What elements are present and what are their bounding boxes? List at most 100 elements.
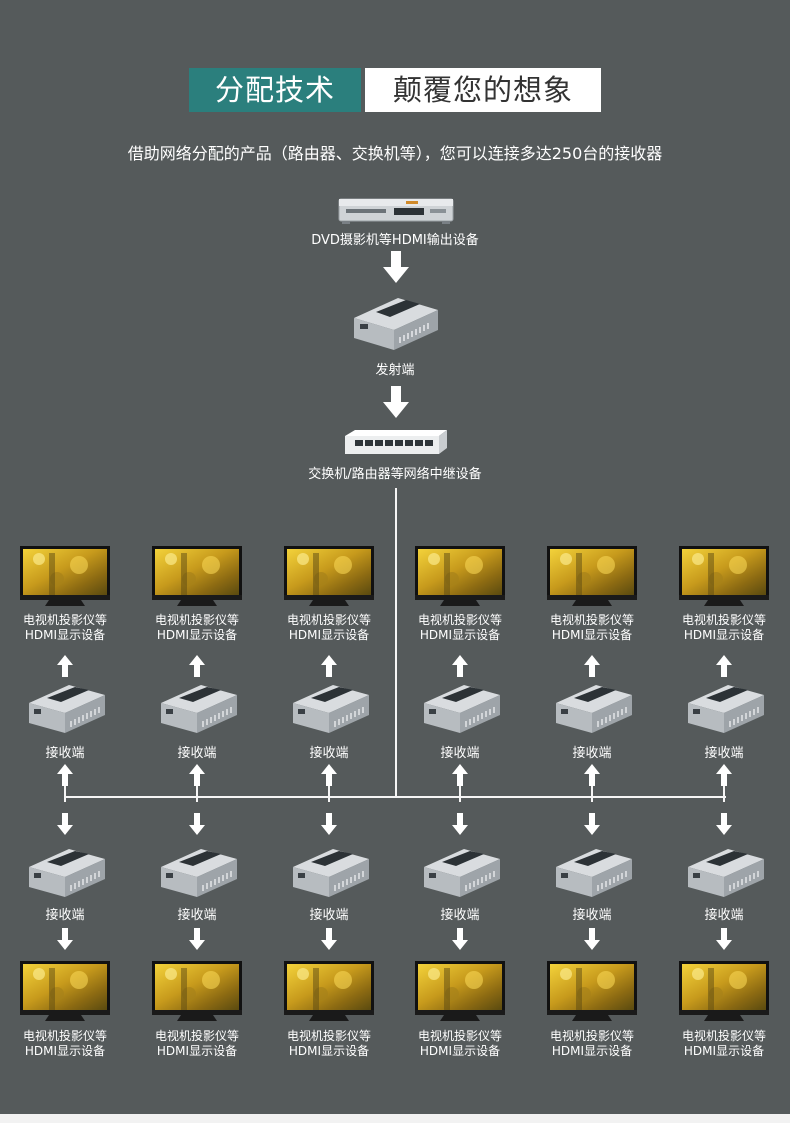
receiver-icon — [157, 677, 241, 735]
receiver-label: 接收端 — [440, 746, 480, 761]
arrow-up-icon — [584, 764, 600, 786]
display-label-line2: HDMI显示设备 — [419, 1044, 501, 1058]
display-label-line2: HDMI显示设备 — [551, 1044, 633, 1058]
tv-display-icon — [678, 545, 770, 607]
connector-line — [723, 780, 725, 802]
arrow-up-icon — [321, 655, 337, 677]
arrow-up-icon — [189, 655, 205, 677]
receiver-icon — [420, 841, 504, 899]
arrow-down-icon — [321, 813, 337, 835]
receiver-icon — [552, 841, 636, 899]
title-right: 颠覆您的想象 — [365, 68, 601, 112]
display-label-line2: HDMI显示设备 — [24, 1044, 106, 1058]
receiver-icon — [157, 841, 241, 899]
receiver-icon — [684, 841, 768, 899]
tv-display-icon — [19, 545, 111, 607]
display-label-line1: 电视机投影仪等 — [286, 613, 371, 627]
arrow-up-icon — [452, 764, 468, 786]
tv-display-icon — [19, 960, 111, 1022]
arrow-up-icon — [452, 655, 468, 677]
network-switch-icon — [343, 428, 449, 458]
display-label-line2: HDMI显示设备 — [683, 628, 765, 642]
transmitter-label: 发射端 — [375, 363, 415, 378]
arrow-up-icon — [321, 764, 337, 786]
receiver-icon — [420, 677, 504, 735]
arrow-down-icon — [57, 813, 73, 835]
tv-display-icon — [546, 545, 638, 607]
arrow-up-icon — [57, 764, 73, 786]
display-label-line2: HDMI显示设备 — [419, 628, 501, 642]
receiver-icon — [25, 677, 109, 735]
receiver-label: 接收端 — [309, 746, 349, 761]
arrow-up-icon — [716, 655, 732, 677]
receiver-label: 接收端 — [177, 908, 217, 923]
display-label-line1: 电视机投影仪等 — [417, 1029, 502, 1043]
display-label-line1: 电视机投影仪等 — [154, 1029, 239, 1043]
tv-display-icon — [414, 960, 506, 1022]
display-label-line2: HDMI显示设备 — [288, 628, 370, 642]
receiver-label: 接收端 — [440, 908, 480, 923]
display-label-line1: 电视机投影仪等 — [417, 613, 502, 627]
arrow-down-icon — [189, 813, 205, 835]
arrow-up-icon — [57, 655, 73, 677]
arrow-down-icon — [452, 813, 468, 835]
title-left: 分配技术 — [189, 68, 361, 112]
transmitter-icon — [350, 290, 442, 352]
tv-display-icon — [678, 960, 770, 1022]
receiver-label: 接收端 — [704, 908, 744, 923]
arrow-up-icon — [716, 764, 732, 786]
display-label-line2: HDMI显示设备 — [683, 1044, 765, 1058]
arrow-up-icon — [189, 764, 205, 786]
receiver-icon — [552, 677, 636, 735]
tv-display-icon — [283, 960, 375, 1022]
connector-line — [591, 780, 593, 802]
connector-line — [459, 780, 461, 802]
source-label: DVD摄影机等HDMI输出设备 — [311, 233, 479, 248]
arrow-up-icon — [584, 655, 600, 677]
tv-display-icon — [546, 960, 638, 1022]
subtitle: 借助网络分配的产品（路由器、交换机等），您可以连接多达250台的接收器 — [127, 144, 663, 163]
connector-line — [328, 780, 330, 802]
receiver-icon — [25, 841, 109, 899]
arrow-down-icon — [452, 928, 468, 950]
dvd-player-icon — [338, 197, 454, 225]
connector-line — [196, 780, 198, 802]
display-label-line2: HDMI显示设备 — [551, 628, 633, 642]
receiver-label: 接收端 — [572, 746, 612, 761]
arrow-down-icon — [383, 251, 409, 283]
receiver-label: 接收端 — [704, 746, 744, 761]
display-label-line1: 电视机投影仪等 — [286, 1029, 371, 1043]
receiver-icon — [289, 841, 373, 899]
tv-display-icon — [151, 960, 243, 1022]
receiver-label: 接收端 — [572, 908, 612, 923]
arrow-down-icon — [57, 928, 73, 950]
receiver-label: 接收端 — [309, 908, 349, 923]
receiver-icon — [289, 677, 373, 735]
display-label-line1: 电视机投影仪等 — [549, 1029, 634, 1043]
display-label-line1: 电视机投影仪等 — [681, 1029, 766, 1043]
receiver-label: 接收端 — [177, 746, 217, 761]
display-label-line2: HDMI显示设备 — [156, 1044, 238, 1058]
bus-line — [65, 796, 726, 798]
display-label-line1: 电视机投影仪等 — [549, 613, 634, 627]
arrow-down-icon — [584, 928, 600, 950]
arrow-down-icon — [383, 386, 409, 418]
switch-label: 交换机/路由器等网络中继设备 — [308, 467, 482, 482]
display-label-line1: 电视机投影仪等 — [681, 613, 766, 627]
tv-display-icon — [283, 545, 375, 607]
display-label-line1: 电视机投影仪等 — [22, 1029, 107, 1043]
display-label-line2: HDMI显示设备 — [288, 1044, 370, 1058]
arrow-down-icon — [189, 928, 205, 950]
arrow-down-icon — [321, 928, 337, 950]
arrow-down-icon — [716, 813, 732, 835]
trunk-line — [395, 488, 397, 798]
receiver-label: 接收端 — [45, 908, 85, 923]
arrow-down-icon — [584, 813, 600, 835]
display-label-line1: 电视机投影仪等 — [22, 613, 107, 627]
connector-line — [64, 780, 66, 802]
tv-display-icon — [414, 545, 506, 607]
arrow-down-icon — [716, 928, 732, 950]
display-label-line2: HDMI显示设备 — [156, 628, 238, 642]
display-label-line1: 电视机投影仪等 — [154, 613, 239, 627]
